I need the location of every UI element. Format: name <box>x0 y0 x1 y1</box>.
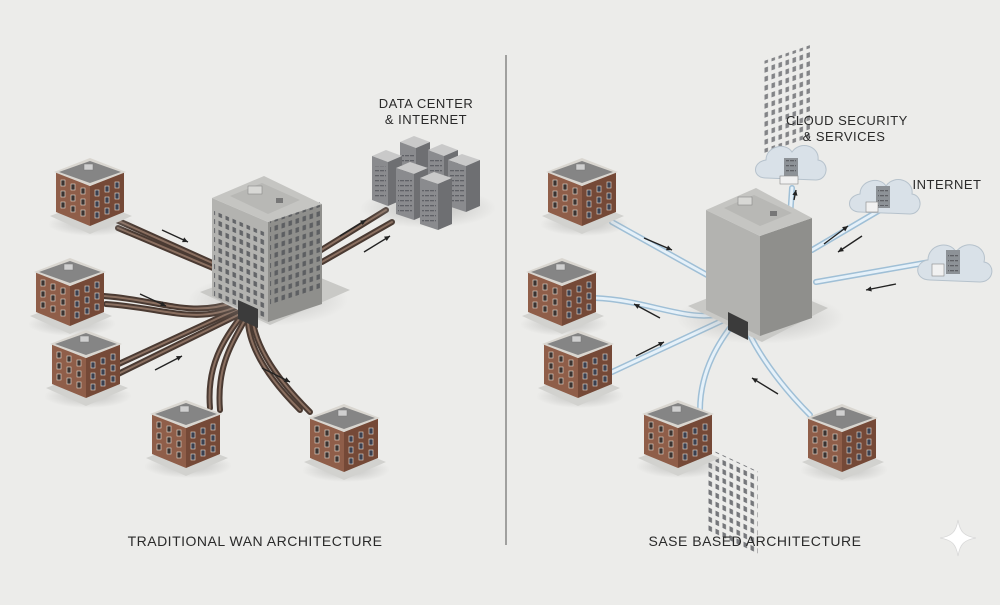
arrow-l3 <box>154 355 183 371</box>
cloud-security-label-line2: & SERVICES <box>802 129 886 144</box>
mpls-cables <box>101 207 395 415</box>
cloud-internet-2 <box>917 244 993 283</box>
branch-office-5 <box>302 404 390 482</box>
branch-offices <box>28 158 888 482</box>
arrow-r2 <box>633 303 661 319</box>
internet-label: INTERNET <box>912 177 982 192</box>
arrow-l6 <box>363 235 391 253</box>
arrow-r7 <box>865 283 897 292</box>
branch-office-1 <box>48 158 136 236</box>
branch-office-3 <box>44 330 132 408</box>
cloud-security-label-line1: CLOUD SECURITY <box>786 113 908 128</box>
right-panel-caption: SASE BASED ARCHITECTURE <box>648 533 862 549</box>
sparkle-icon <box>939 519 977 557</box>
cloud-security-label: CLOUD SECURITY & SERVICES <box>786 113 908 145</box>
arrow-r8 <box>792 189 798 201</box>
datacenter-label-line1: DATA CENTER <box>378 96 474 111</box>
arrow-r1 <box>643 237 673 251</box>
arrow-r4 <box>751 377 779 395</box>
arrow-r5 <box>823 225 849 245</box>
cloud-security-services <box>755 145 827 185</box>
arrow-r3 <box>635 341 665 357</box>
branch-office-10 <box>800 404 888 482</box>
arrow-l2 <box>139 293 167 307</box>
left-panel-caption: TRADITIONAL WAN ARCHITECTURE <box>127 533 383 549</box>
branch-office-6 <box>540 158 628 236</box>
datacenter-label: DATA CENTER & INTERNET <box>378 96 474 128</box>
arrow-l1 <box>161 229 189 243</box>
arrow-r6 <box>837 235 863 253</box>
cloud-internet-1 <box>849 179 921 215</box>
hq-building-left <box>188 176 350 328</box>
datacenter-racks <box>360 136 496 230</box>
branch-office-7 <box>520 258 608 336</box>
hq-building-right <box>676 45 844 557</box>
arrow-l4 <box>261 367 291 383</box>
branch-office-4 <box>144 400 232 478</box>
branch-office-2 <box>28 258 116 336</box>
arrow-l5 <box>339 219 367 237</box>
flow-arrows <box>139 189 897 395</box>
branch-office-9 <box>636 400 724 478</box>
branch-office-8 <box>536 330 624 408</box>
datacenter-label-line2: & INTERNET <box>384 112 468 127</box>
